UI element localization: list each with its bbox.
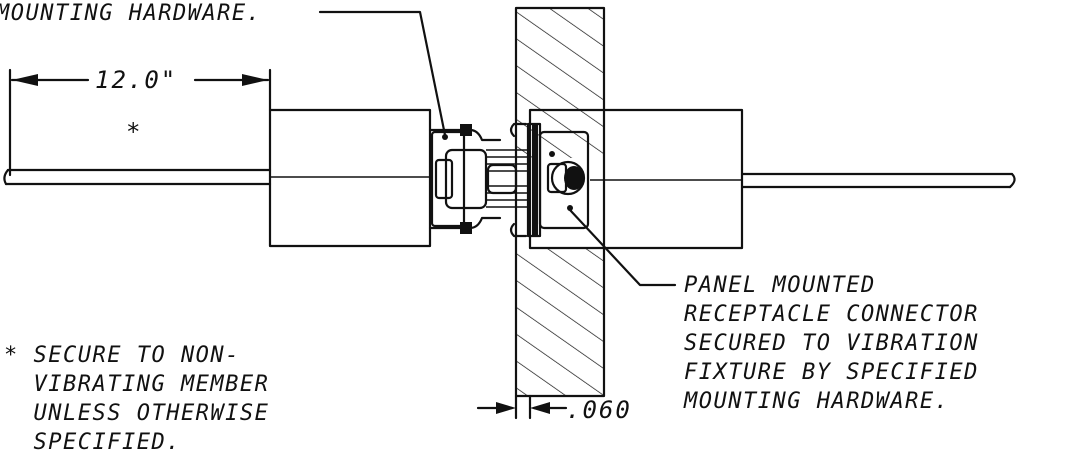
- dimension-length-label: 12.0": [95, 66, 177, 94]
- coupling-lug-top: [460, 124, 472, 136]
- panel-note-line-3: SECURED TO VIBRATION: [684, 331, 979, 356]
- receptacle-housing: [538, 130, 590, 230]
- thickness-arrow-left: [496, 402, 516, 414]
- vibration-fixture-panel: [514, 6, 606, 398]
- plug-insert: [444, 148, 488, 210]
- panel-mounted-note: PANEL MOUNTED RECEPTACLE CONNECTOR SECUR…: [683, 273, 979, 414]
- top-leader-line: [318, 10, 447, 137]
- receptacle-mount-screw-top: [549, 151, 555, 157]
- thickness-label: .060: [566, 396, 632, 424]
- thickness-arrow-right: [530, 402, 550, 414]
- flange-hook-bottom: [509, 222, 528, 238]
- note-line-1: * SECURE TO NON-: [4, 343, 240, 368]
- right-cable-end: [1008, 172, 1016, 189]
- securing-note: * SECURE TO NON- VIBRATING MEMBER UNLESS…: [4, 343, 269, 455]
- coupling-nut: [430, 130, 466, 228]
- flange-hook-top: [509, 122, 528, 138]
- note-line-4: SPECIFIED.: [4, 430, 181, 455]
- receptacle-mount-screw-bottom: [567, 205, 573, 211]
- note-line-3: UNLESS OTHERWISE: [4, 401, 269, 426]
- dimension-arrow-left: [12, 74, 38, 86]
- note-line-2: VIBRATING MEMBER: [4, 372, 269, 397]
- receptacle-contact-sleeve: [546, 162, 568, 194]
- panel-leader-line: [568, 208, 677, 287]
- receptacle-contact-core: [564, 166, 584, 190]
- dimension-arrow-right: [242, 74, 268, 86]
- top-leader-dot: [442, 134, 448, 140]
- receptacle-gasket: [532, 124, 538, 236]
- receptacle-connector-body: [528, 108, 744, 250]
- panel-note-line-1: PANEL MOUNTED: [684, 273, 876, 298]
- threaded-engagement: [486, 149, 530, 208]
- asterisk-mark: *: [126, 118, 142, 146]
- coupling-lug-bottom: [460, 222, 472, 234]
- panel-lower-hatch: [516, 248, 604, 396]
- plug-connector-body: [268, 108, 432, 248]
- plug-inner-pin: [434, 158, 454, 200]
- panel-note-line-4: FIXTURE BY SPECIFIED: [684, 360, 979, 385]
- top-hardware-label: MOUNTING HARDWARE.: [0, 1, 261, 26]
- panel-note-line-2: RECEPTACLE CONNECTOR: [684, 302, 979, 327]
- left-cable-end: [3, 168, 10, 186]
- panel-note-line-5: MOUNTING HARDWARE.: [683, 389, 949, 414]
